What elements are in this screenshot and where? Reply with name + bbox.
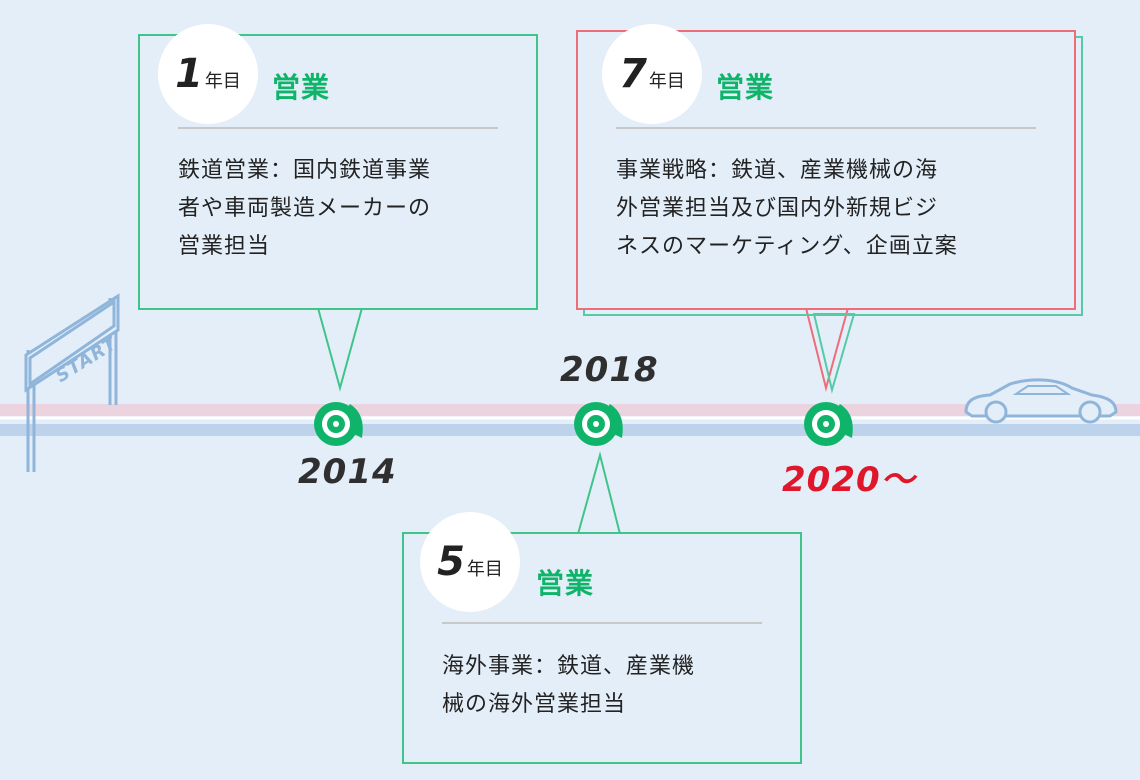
description-line: 事業戦略：鉄道、産業機械の海 xyxy=(616,158,939,183)
description-line: 者や車両製造メーカーの xyxy=(178,196,432,221)
brake-disc-icon xyxy=(314,402,363,446)
connector-1 xyxy=(316,307,364,392)
milestone-role: 営業 xyxy=(716,71,775,104)
description-line: ネスのマーケティング、企画立案 xyxy=(616,234,958,259)
milestone-divider xyxy=(616,127,1036,129)
milestone-divider xyxy=(178,127,498,129)
year-label-2018: 2018 xyxy=(560,350,659,390)
description-line: 械の海外営業担当 xyxy=(442,692,627,717)
car-icon xyxy=(964,378,1118,424)
track-pink xyxy=(0,404,1140,416)
milestone-number: 5 xyxy=(437,539,465,585)
milestone-divider xyxy=(442,622,762,624)
start-gate-icon xyxy=(24,293,120,472)
milestone-description: 海外事業：鉄道、産業機 械の海外営業担当 xyxy=(442,648,695,724)
track-blue xyxy=(0,424,1140,436)
description-line: 鉄道営業：国内鉄道事業 xyxy=(178,158,432,183)
milestone-badge-5: 5 年目 xyxy=(420,512,520,612)
milestone-unit: 年目 xyxy=(648,71,685,92)
connector-7-red xyxy=(804,307,850,392)
description-line: 海外事業：鉄道、産業機 xyxy=(442,654,696,679)
milestone-description: 鉄道営業：国内鉄道事業 者や車両製造メーカーの 営業担当 xyxy=(178,152,431,266)
milestone-badge-7: 7 年目 xyxy=(602,24,702,124)
milestone-number: 7 xyxy=(619,51,647,97)
milestone-number: 1 xyxy=(175,51,203,97)
milestone-description: 事業戦略：鉄道、産業機械の海 外営業担当及び国内外新規ビジ ネスのマーケティング… xyxy=(616,152,958,266)
description-line: 外営業担当及び国内外新規ビジ xyxy=(616,196,939,221)
year-label-2020: 2020〜 xyxy=(782,460,916,500)
brake-disc-icon xyxy=(574,402,623,446)
description-line: 営業担当 xyxy=(178,234,271,259)
milestone-role: 営業 xyxy=(536,567,595,600)
milestone-unit: 年目 xyxy=(466,559,503,580)
milestone-unit: 年目 xyxy=(204,71,241,92)
connector-5 xyxy=(576,451,622,535)
milestone-badge-1: 1 年目 xyxy=(158,24,258,124)
brake-disc-icon xyxy=(804,402,853,446)
year-label-2014: 2014 xyxy=(298,452,397,492)
milestone-role: 営業 xyxy=(272,71,331,104)
